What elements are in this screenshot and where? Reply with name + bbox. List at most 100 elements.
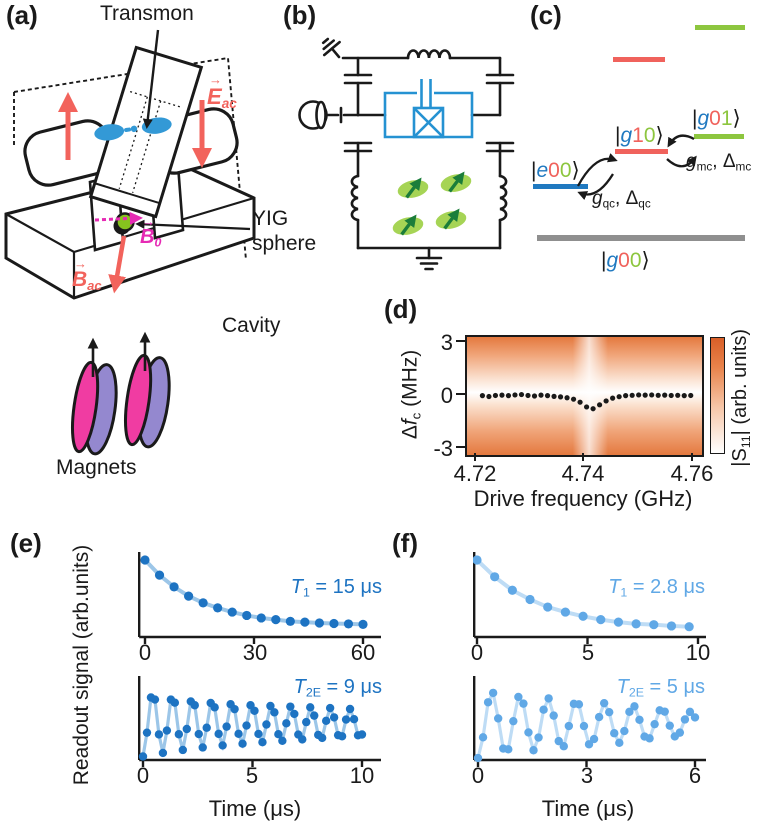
exchange-arrow-icon <box>667 134 695 148</box>
d-x-axis-label: Drive frequency (GHz) <box>473 486 693 511</box>
state-label-g01: |g01⟩ <box>692 107 741 130</box>
capacitor-icon <box>343 141 373 153</box>
x-tick-label: 30 <box>242 640 268 665</box>
x-tick-label: 4.76 <box>670 461 714 486</box>
e-t1-annotation: T1 = 15 μs <box>290 576 382 600</box>
x-tick <box>474 453 477 461</box>
x-tick-label: 4.74 <box>561 461 605 486</box>
f-t1-plot <box>473 552 706 644</box>
spin-arrow-icon <box>448 171 465 193</box>
spin-arrow-icon <box>405 177 422 199</box>
b-ac-label: B→ac <box>72 256 102 293</box>
state-label-e00: |e00⟩ <box>531 159 580 182</box>
spin-arrow-icon <box>400 214 417 236</box>
y-tick-label: 0 <box>440 383 453 408</box>
transmon-pads <box>94 117 172 141</box>
input-port-icon <box>298 100 360 130</box>
exchange-arrow-icon <box>577 173 614 201</box>
state-label-g10: |g10⟩ <box>615 124 664 147</box>
x-tick-label: 10 <box>349 763 375 788</box>
panel-e-label: (e) <box>10 528 42 558</box>
e-t2-plot <box>138 676 381 767</box>
x-tick <box>582 453 585 461</box>
x-tick-label: 0 <box>471 763 485 788</box>
energy-level-g01 <box>694 134 744 139</box>
yig-sphere-label: YIG sphere <box>252 207 317 256</box>
exchange-arrow-icon <box>666 155 697 168</box>
f-t2-annotation: T2E = 5 μs <box>616 676 705 700</box>
panel-c-coupling-arrows <box>576 134 697 201</box>
panel-b-label: (b) <box>283 0 317 30</box>
heatmap-dots-layer <box>479 391 694 412</box>
x-tick-label: 60 <box>350 640 376 665</box>
ground-icon <box>415 246 443 271</box>
josephson-junction-icon <box>383 79 474 139</box>
coupling-label-qc: gqc, Δqc <box>592 188 651 211</box>
capacitor-icon <box>485 73 515 85</box>
transmon-label: Transmon <box>100 2 194 25</box>
vector-arrow-icon: → <box>209 72 222 87</box>
energy-level-upper-magnon <box>695 25 745 30</box>
transmon-pointer-arrow <box>142 29 160 130</box>
x-tick-label: 0 <box>470 640 484 665</box>
b0-label: B→0 <box>140 214 162 250</box>
energy-level-g00 <box>537 235 745 241</box>
colorbar-label: |S11| (arb. units) <box>729 328 753 467</box>
f-x-axis-label: Time (μs) <box>541 796 635 821</box>
magnon-spins <box>392 171 472 236</box>
spin-arrow-icon <box>443 208 460 230</box>
magnet <box>124 353 171 449</box>
y-tick <box>456 446 465 449</box>
ground-icon <box>321 37 341 59</box>
e-y-axis-label: Readout signal (arb.units) <box>70 544 93 786</box>
e-ac-label: E→ac <box>207 72 237 112</box>
x-tick-label: 4.72 <box>453 461 497 486</box>
e-t1-plot <box>138 552 381 644</box>
e-t2-annotation: T2E = 9 μs <box>293 676 382 700</box>
x-tick-label: 3 <box>580 763 594 788</box>
f-t2-plot <box>473 676 706 767</box>
y-tick-label: -3 <box>433 436 453 461</box>
x-tick-label: 5 <box>245 763 259 788</box>
magnet <box>71 360 118 456</box>
panel-f-label: (f) <box>392 528 418 558</box>
yig-sphere <box>113 212 135 235</box>
inductor-icon <box>498 174 508 222</box>
x-tick <box>691 453 694 461</box>
b0-arrow <box>94 211 143 226</box>
panel-c-label: (c) <box>530 0 562 30</box>
energy-level-upper-cavity <box>613 57 665 62</box>
panel-d-label: (d) <box>384 294 418 324</box>
vector-arrow-icon: → <box>74 256 87 271</box>
panel-a-cavity-drawing <box>4 29 256 456</box>
y-tick <box>456 340 465 343</box>
inductor-icon <box>350 174 360 222</box>
panel-b-circuit-diagram <box>298 37 515 271</box>
exchange-arrow-icon <box>576 153 618 187</box>
x-tick-label: 5 <box>581 640 595 665</box>
x-tick-label: 0 <box>136 763 150 788</box>
cavity-block <box>4 166 256 300</box>
b-ac-arrow <box>108 235 127 294</box>
y-tick-label: 3 <box>440 330 453 355</box>
y-tick <box>456 393 465 396</box>
energy-level-g10 <box>615 149 668 154</box>
capacitor-icon <box>343 73 373 85</box>
energy-level-e00 <box>533 184 588 189</box>
x-tick-label: 10 <box>685 640 711 665</box>
magnets-label: Magnets <box>56 456 137 479</box>
yig-pointer-arrow <box>135 219 251 231</box>
x-tick-label: 0 <box>138 640 152 665</box>
capacitor-icon <box>485 141 515 153</box>
state-label-g00: |g00⟩ <box>601 249 650 272</box>
d-y-axis-label: Δfc (MHz) <box>398 349 424 440</box>
e-x-axis-label: Time (μs) <box>208 796 302 821</box>
f-t1-annotation: T1 = 2.8 μs <box>608 576 705 600</box>
colorbar <box>710 337 725 454</box>
inductor-icon <box>406 49 452 60</box>
panel-a-label: (a) <box>6 0 38 30</box>
s11-heatmap <box>465 335 704 457</box>
x-tick-label: 6 <box>688 763 702 788</box>
vector-arrow-icon: → <box>142 214 155 229</box>
